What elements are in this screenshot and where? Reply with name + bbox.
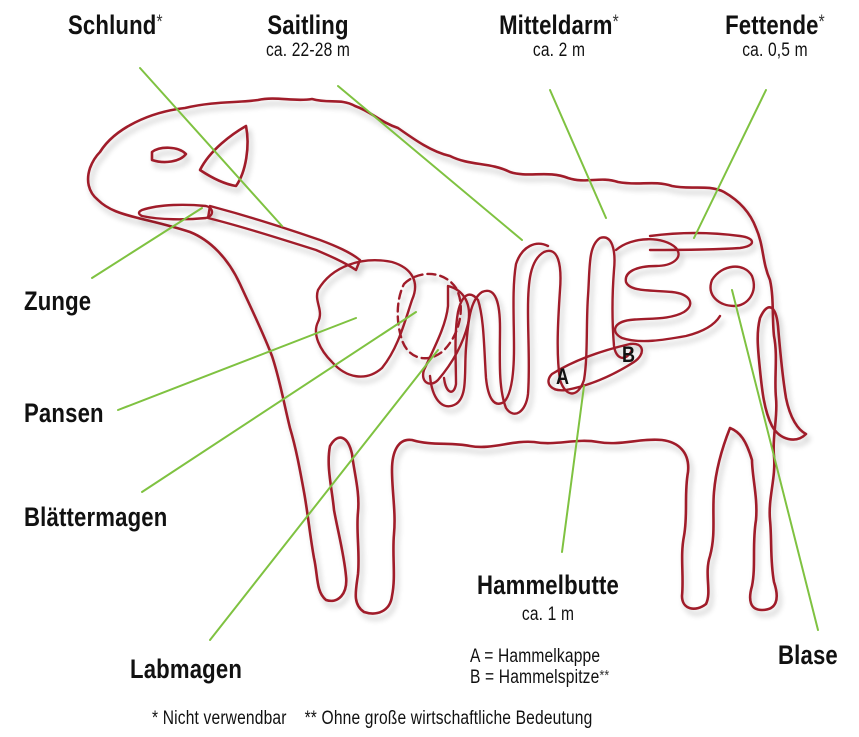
label-saitling-name: Saitling <box>242 10 373 40</box>
footnote-double-mark: ** <box>305 708 317 729</box>
legend-a: A = Hammelkappe <box>470 646 609 667</box>
sheep-outline <box>88 99 806 614</box>
label-mitteldarm-mark: * <box>613 12 619 33</box>
label-schlund: Schlund* <box>68 10 163 40</box>
tongue-shape <box>139 205 212 220</box>
label-pansen: Pansen <box>24 398 104 428</box>
label-labmagen: Labmagen <box>130 654 242 684</box>
label-mitteldarm-length: ca. 2 m <box>489 40 628 62</box>
label-fettende-name: Fettende <box>725 10 819 40</box>
footnote-double-text: Ohne große wirtschaftliche Bedeutung <box>322 708 593 729</box>
footnote: * Nicht verwendbar ** Ohne große wirtsch… <box>152 708 592 730</box>
label-hammelbutte-name: Hammelbutte <box>474 570 622 600</box>
label-fettende-length: ca. 0,5 m <box>714 40 837 62</box>
leader-zunge <box>92 208 202 278</box>
label-hammelbutte-length: ca. 1 m <box>474 604 622 626</box>
leader-saitling <box>338 86 522 240</box>
legend-b: B = Hammelspitze <box>470 667 599 688</box>
bladder-shape <box>711 267 754 306</box>
leader-blaettermagen <box>142 312 416 492</box>
label-mitteldarm-name: Mitteldarm <box>499 10 613 40</box>
marker-b: B <box>622 340 635 370</box>
label-saitling: Saitling ca. 22-28 m <box>242 10 373 62</box>
label-blaettermagen: Blättermagen <box>24 502 167 532</box>
leader-fettende <box>694 90 766 238</box>
legend-b-mark: ** <box>599 667 609 684</box>
leader-mitteldarm <box>550 90 606 218</box>
leader-hammelbutte <box>562 386 584 552</box>
label-hammelbutte: Hammelbutte ca. 1 m <box>474 570 622 626</box>
marker-a: A <box>556 362 569 392</box>
small-intestine-coils <box>430 237 632 413</box>
sheep-ear <box>200 126 248 186</box>
label-mitteldarm: Mitteldarm* ca. 2 m <box>489 10 628 62</box>
rumen-shape <box>316 260 415 376</box>
organs <box>139 205 754 414</box>
legend-b-row: B = Hammelspitze** <box>470 667 609 688</box>
label-fettende-mark: * <box>819 12 825 33</box>
label-schlund-name: Schlund <box>68 10 156 40</box>
legend: A = Hammelkappe B = Hammelspitze** <box>470 646 609 688</box>
label-zunge: Zunge <box>24 286 91 316</box>
footnote-single-text: Nicht verwendbar <box>163 708 287 729</box>
middle-intestine-loops <box>615 239 720 341</box>
leader-pansen <box>118 318 356 410</box>
label-blase: Blase <box>778 640 838 670</box>
label-fettende: Fettende* ca. 0,5 m <box>714 10 837 62</box>
sheep-eye <box>152 148 186 162</box>
oesophagus-shape <box>208 206 360 270</box>
footnote-single-mark: * <box>152 708 158 729</box>
label-saitling-length: ca. 22-28 m <box>242 40 373 62</box>
label-schlund-mark: * <box>156 12 162 33</box>
